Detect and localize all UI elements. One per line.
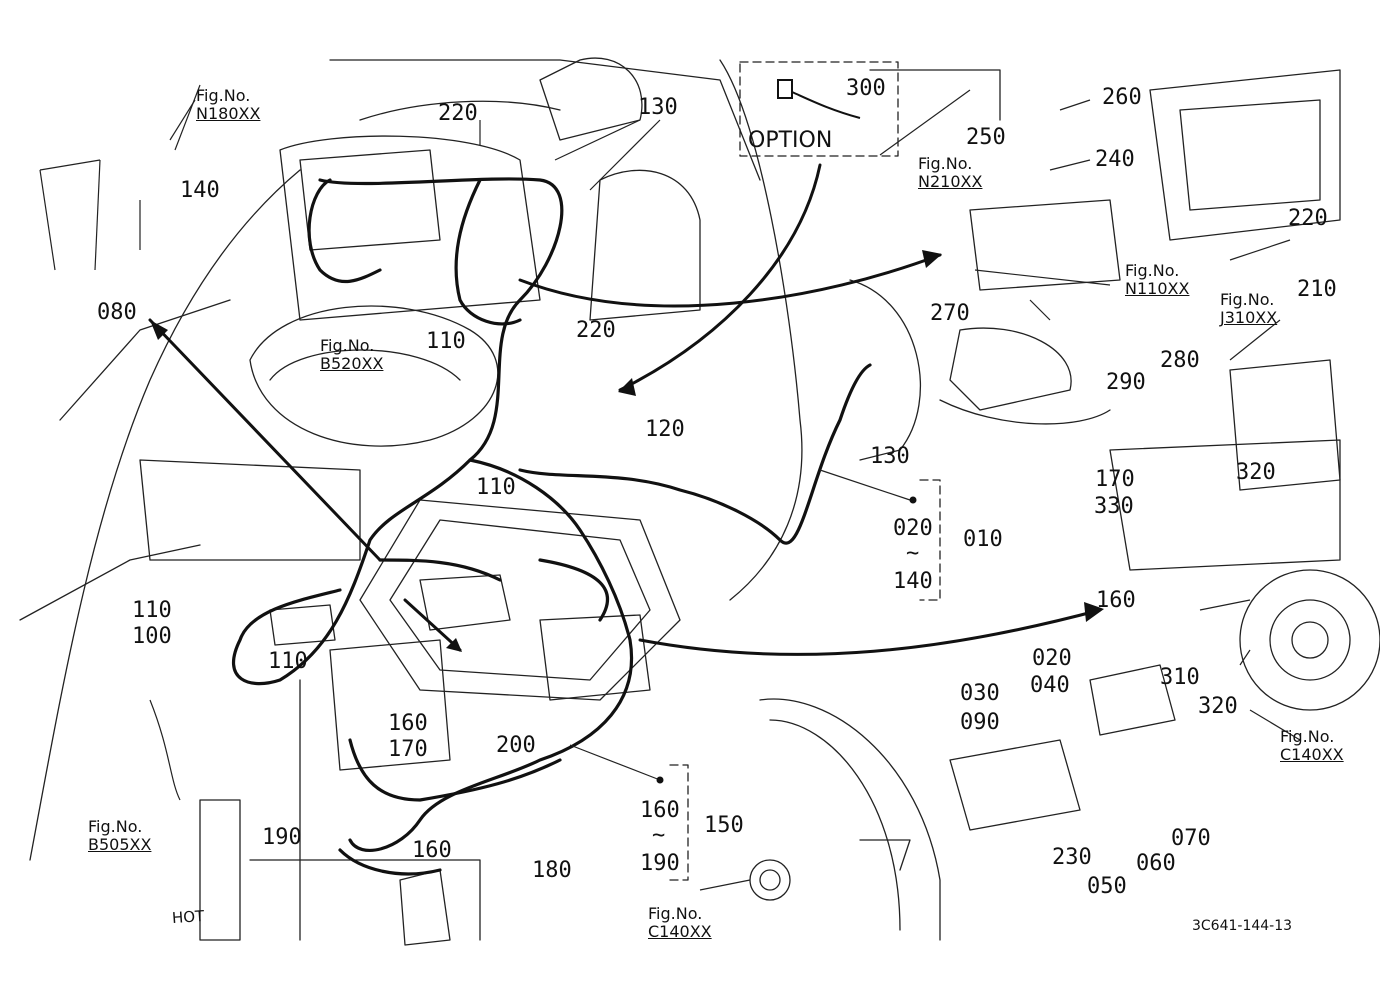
- part-160-low[interactable]: 160: [412, 838, 452, 863]
- part-020-range[interactable]: 020: [893, 516, 933, 541]
- part-110-b[interactable]: 110: [476, 475, 516, 500]
- option-label: OPTION: [748, 128, 833, 153]
- part-250[interactable]: 250: [966, 125, 1006, 150]
- part-170-right[interactable]: 170: [1095, 467, 1135, 492]
- part-140-range[interactable]: 140: [893, 569, 933, 594]
- part-080[interactable]: 080: [97, 300, 137, 325]
- part-180[interactable]: 180: [532, 858, 572, 883]
- arrow-option: [618, 163, 822, 392]
- fig-ref-n210[interactable]: Fig.No. N210XX: [918, 154, 983, 192]
- part-320-b[interactable]: 320: [1198, 694, 1238, 719]
- part-200[interactable]: 200: [496, 733, 536, 758]
- fig-ref-c140-right[interactable]: Fig.No. C140XX: [1280, 727, 1344, 765]
- part-330[interactable]: 330: [1094, 494, 1134, 519]
- part-110-a[interactable]: 110: [426, 329, 466, 354]
- part-020[interactable]: 020: [1032, 646, 1072, 671]
- arrow-to-n110: [518, 253, 942, 308]
- right-panel: [1149, 69, 1341, 241]
- part-220-mid[interactable]: 220: [576, 318, 616, 343]
- part-220-right[interactable]: 220: [1288, 206, 1328, 231]
- fig-ref-b520[interactable]: Fig.No. B520XX: [320, 336, 384, 374]
- part-070[interactable]: 070: [1171, 826, 1211, 851]
- fig-ref-j310[interactable]: Fig.No. J310XX: [1220, 290, 1278, 328]
- fig-ref-n180[interactable]: Fig.No. N180XX: [196, 86, 261, 124]
- seat-back: [589, 169, 701, 321]
- part-190-range[interactable]: 190: [640, 851, 680, 876]
- part-160-right[interactable]: 160: [1096, 588, 1136, 613]
- hot-label: HOT: [171, 906, 205, 928]
- part-130-mid[interactable]: 130: [870, 444, 910, 469]
- part-150[interactable]: 150: [704, 813, 744, 838]
- fig-ref-c140-bottom[interactable]: Fig.No. C140XX: [648, 904, 712, 942]
- part-140[interactable]: 140: [180, 178, 220, 203]
- arrow-to-c140: [638, 608, 1102, 656]
- fuse-box: [419, 574, 511, 631]
- part-050[interactable]: 050: [1087, 874, 1127, 899]
- part-010[interactable]: 010: [963, 527, 1003, 552]
- steering-column: [249, 305, 499, 447]
- right-seat: [949, 327, 1072, 411]
- battery: [399, 869, 451, 946]
- part-030[interactable]: 030: [960, 681, 1000, 706]
- part-210[interactable]: 210: [1297, 277, 1337, 302]
- drawing-number: 3C641-144-13: [1192, 918, 1293, 934]
- cab-outline-left: [29, 169, 301, 861]
- part-170-mid[interactable]: 170: [388, 737, 428, 762]
- part-260[interactable]: 260: [1102, 85, 1142, 110]
- part-220-top[interactable]: 220: [438, 101, 478, 126]
- fig-ref-b505[interactable]: Fig.No. B505XX: [88, 817, 152, 855]
- part-160-mid[interactable]: 160: [388, 711, 428, 736]
- part-120[interactable]: 120: [645, 417, 685, 442]
- part-190[interactable]: 190: [262, 825, 302, 850]
- main-harness: [232, 177, 564, 686]
- option-connector-icon: [777, 79, 861, 119]
- hydraulic-block: [1229, 359, 1341, 491]
- part-100[interactable]: 100: [132, 624, 172, 649]
- part-300[interactable]: 300: [846, 76, 886, 101]
- part-240[interactable]: 240: [1095, 147, 1135, 172]
- part-060[interactable]: 060: [1136, 851, 1176, 876]
- tilde-range-b: ~: [652, 823, 666, 848]
- console-housing: [359, 499, 681, 701]
- part-110-d[interactable]: 110: [268, 649, 308, 674]
- fig-ref-n110[interactable]: Fig.No. N110XX: [1125, 261, 1190, 299]
- tilde-range-a: ~: [906, 541, 920, 566]
- part-040[interactable]: 040: [1030, 673, 1070, 698]
- option-box: [739, 61, 899, 157]
- controller-unit: [949, 739, 1081, 831]
- arrow-080: [148, 318, 382, 562]
- part-280[interactable]: 280: [1160, 348, 1200, 373]
- part-270[interactable]: 270: [930, 301, 970, 326]
- wheel-hub: [1239, 569, 1380, 711]
- part-290[interactable]: 290: [1106, 370, 1146, 395]
- part-090[interactable]: 090: [960, 710, 1000, 735]
- part-130-top[interactable]: 130: [638, 95, 678, 120]
- arrow-fuse: [403, 598, 462, 652]
- part-110-c[interactable]: 110: [132, 598, 172, 623]
- part-310[interactable]: 310: [1160, 665, 1200, 690]
- relay-block: [269, 604, 336, 646]
- rear-fender-right: [759, 698, 941, 941]
- part-320-a[interactable]: 320: [1236, 460, 1276, 485]
- part-160-range[interactable]: 160: [640, 798, 680, 823]
- part-230[interactable]: 230: [1052, 845, 1092, 870]
- dash-panel: [279, 135, 541, 321]
